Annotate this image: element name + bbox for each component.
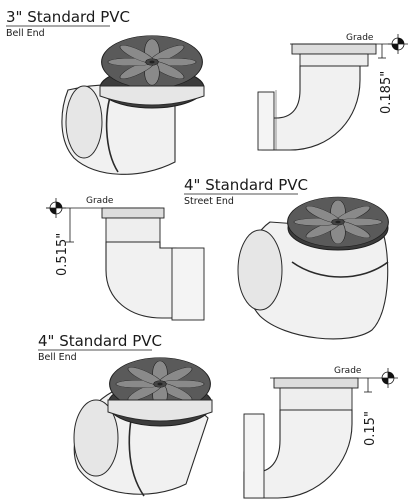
subtitle-3in-bell: Bell End — [6, 28, 45, 39]
subtitle-4in-bell: Bell End — [38, 352, 77, 363]
side-view-3in-bell: Grade 0.185" — [257, 33, 409, 151]
title-4in-bell: 4" Standard PVC — [38, 332, 162, 350]
grade-label-a: Grade — [346, 33, 374, 43]
subtitle-4in-street: Street End — [184, 196, 234, 207]
iso-drain-4in-bell — [73, 357, 213, 497]
side-view-4in-street: Grade 0.515" — [45, 196, 205, 321]
iso-drain-4in-street — [237, 196, 389, 340]
dimension-a: 0.185" — [379, 71, 394, 114]
dimension-c: 0.15" — [363, 411, 378, 446]
title-3in-bell: 3" Standard PVC — [6, 8, 130, 26]
dimension-b: 0.515" — [55, 233, 70, 276]
panel-3in-bell-end: 3" Standard PVC Bell End Grade — [6, 8, 409, 175]
panel-4in-street-end: 4" Standard PVC Street End Grade 0.515" — [45, 176, 389, 340]
grade-label-b: Grade — [86, 196, 114, 206]
panel-4in-bell-end: 4" Standard PVC Bell End Grade 0.15" — [38, 332, 399, 499]
side-view-4in-bell: Grade 0.15" — [243, 366, 399, 499]
grade-label-c: Grade — [334, 366, 362, 376]
iso-drain-3in-bell — [61, 35, 205, 175]
title-4in-street: 4" Standard PVC — [184, 176, 308, 194]
